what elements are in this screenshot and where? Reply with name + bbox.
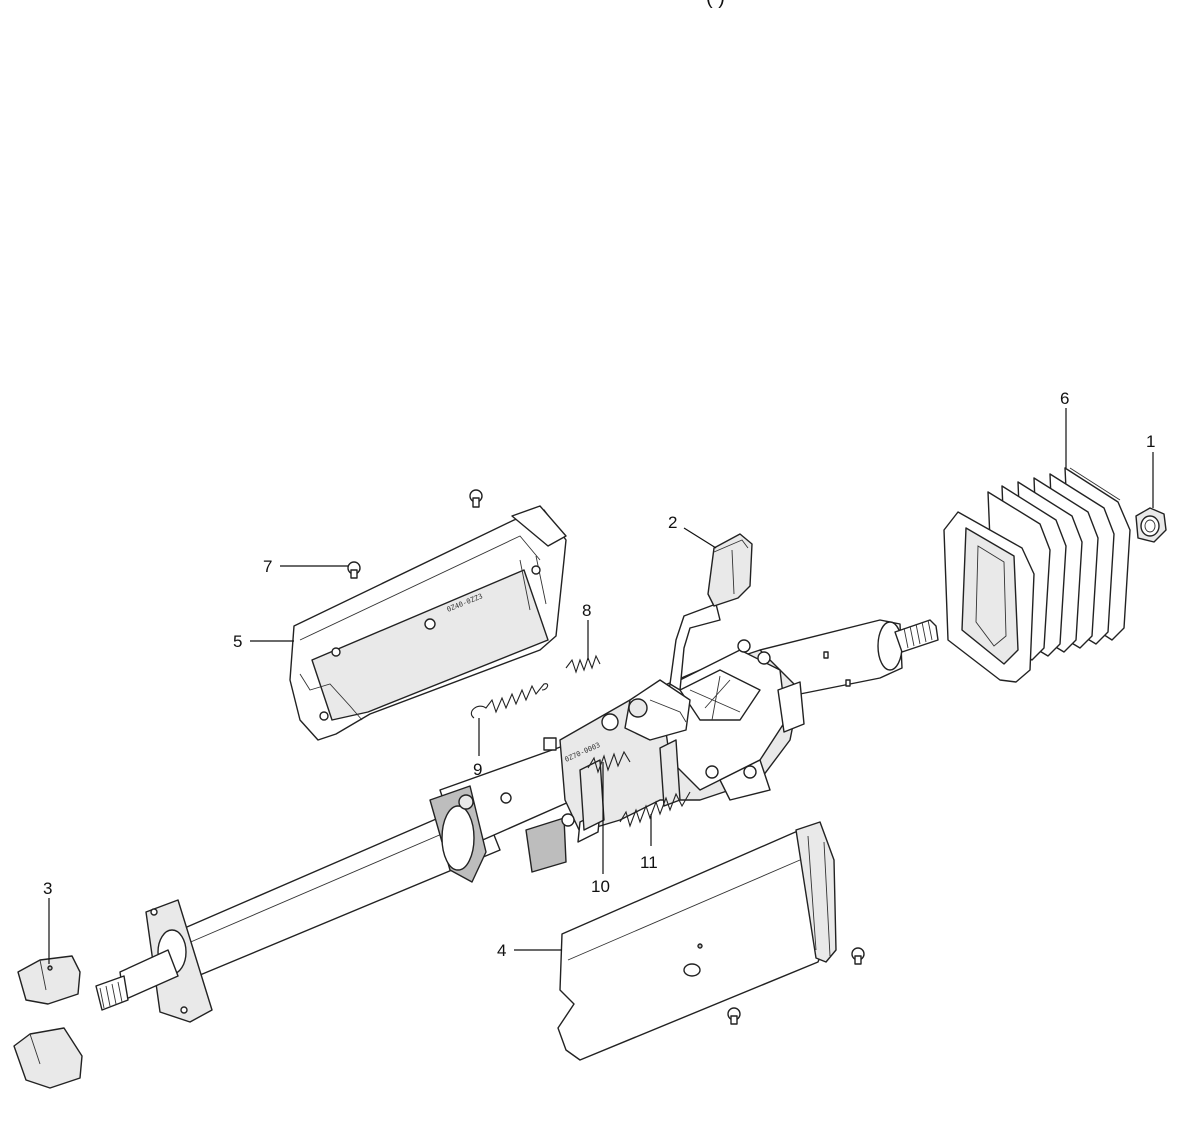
callout-6: 6	[1060, 389, 1069, 408]
steering-column-tube	[95, 619, 939, 1023]
callout-10: 10	[591, 877, 610, 896]
leader-line-2	[683, 527, 717, 549]
small-spring	[565, 654, 601, 674]
callout-5: 5	[233, 632, 242, 651]
split-bushing	[13, 955, 83, 1089]
callout-7: 7	[263, 557, 272, 576]
housing-spring	[587, 750, 631, 774]
lower-spring	[619, 791, 691, 828]
callout-8: 8	[582, 601, 591, 620]
callout-1: 1	[1146, 432, 1155, 451]
callout-9: 9	[473, 760, 482, 779]
callout-2: 2	[668, 513, 677, 532]
callout-4: 4	[497, 941, 506, 960]
long-tension-spring	[470, 683, 549, 719]
callout-11: 11	[640, 853, 658, 872]
lower-column-cover	[557, 821, 837, 1061]
tilt-release-lever	[669, 533, 753, 691]
hex-nut	[1135, 507, 1167, 543]
bellows-boot	[943, 467, 1131, 683]
tilt-mechanism-housing: 0Z70-0003	[525, 639, 805, 873]
cover-screws	[347, 489, 865, 1025]
upper-column-cover: 0Z40-0ZZ3	[289, 505, 567, 741]
header-fragment: ( )	[706, 0, 725, 9]
callout-3: 3	[43, 879, 52, 898]
